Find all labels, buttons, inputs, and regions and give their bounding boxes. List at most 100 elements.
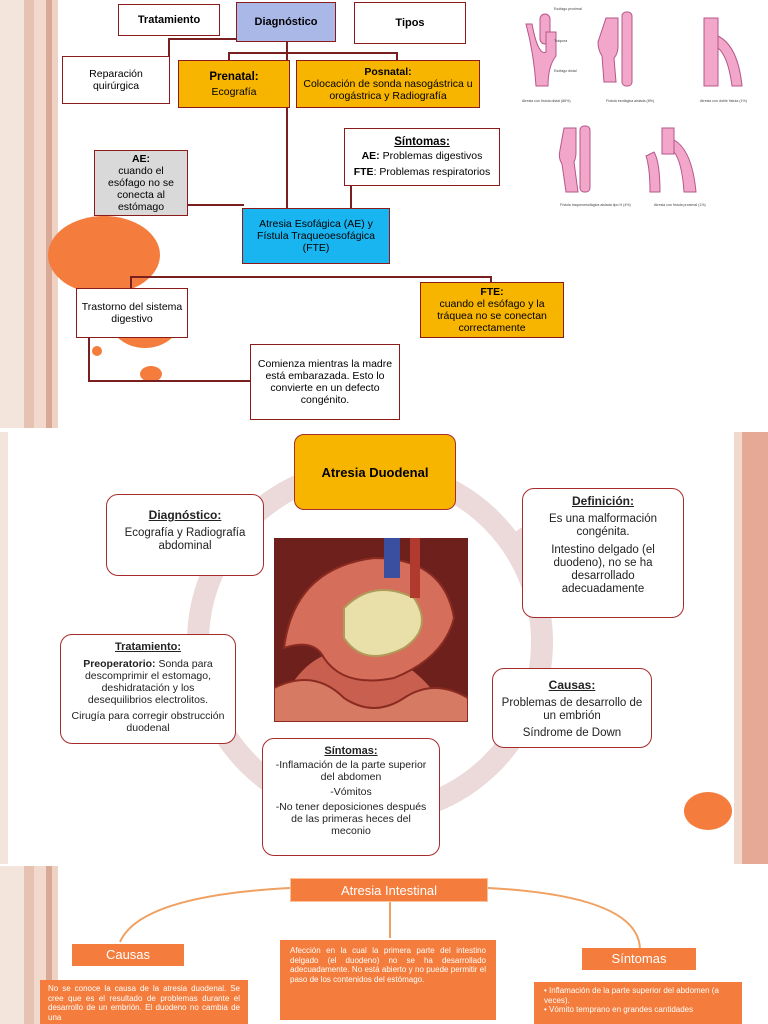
posnatal-title: Posnatal:: [364, 66, 412, 78]
decorative-circle: [92, 346, 102, 356]
slide-intestinal-atresia: Atresia Intestinal Causas No se conoce l…: [0, 866, 768, 1024]
sintomas-duodenal-title: Síntomas:: [324, 745, 378, 757]
trastorno-text: Trastorno del sistema digestivo: [81, 301, 183, 325]
tratamiento-p1: Sonda para descomprimir el estomago, des…: [84, 658, 213, 706]
intestinal-title-box: Atresia Intestinal: [290, 878, 488, 902]
sintomas-p2: -Vómitos: [330, 786, 372, 798]
connector-line: [350, 186, 352, 216]
tratamiento-duodenal-box: Tratamiento: Preoperatorio: Sonda para d…: [60, 634, 236, 744]
trastorno-box: Trastorno del sistema digestivo: [76, 288, 188, 338]
tratamiento-duodenal-title: Tratamiento:: [114, 641, 181, 653]
decorative-stripe: [24, 0, 34, 428]
sintomas-title: Síntomas:: [394, 136, 450, 148]
caption-fig2: Fístula esofágica aislada (8%): [606, 99, 654, 103]
label-traquea: Tráquea: [554, 39, 567, 43]
connector-line: [490, 276, 492, 284]
caption-fig5: Atresia con fístula proximal (1%): [654, 203, 706, 207]
tratamiento-label: Tratamiento: [137, 14, 201, 26]
causas-title: Causas:: [548, 678, 596, 692]
fte-title: FTE:: [480, 286, 504, 298]
tipos-label: Tipos: [395, 17, 425, 29]
sintomas-p1: -Inflamación de la parte superior del ab…: [275, 759, 427, 783]
connector-line: [228, 52, 230, 62]
causas-p2: Síndrome de Down: [522, 727, 622, 739]
reparacion-label: Reparación quirúrgica: [89, 68, 143, 92]
causas-intestinal-box: No se conoce la causa de la atresia duod…: [40, 980, 248, 1024]
connector-line: [286, 40, 288, 210]
decorative-stripe: [24, 866, 34, 1024]
decorative-stripe: [34, 0, 46, 428]
reparacion-box: Reparación quirúrgica: [62, 56, 170, 104]
definicion-box: Definición: Es una malformación congénit…: [522, 488, 684, 618]
esophagus-diagrams: Esófago proximal Tráquea Esófago distal …: [522, 7, 747, 207]
sintomas-p3: -No tener deposiciones después de las pr…: [275, 801, 427, 837]
decorative-circle: [140, 366, 162, 382]
atresia-box: Atresia Esofágica (AE) y Fístula Traqueo…: [242, 208, 390, 264]
definicion-title: Definición:: [572, 494, 634, 508]
sintomas-intestinal-box: • Inflamación de la parte superior del a…: [534, 982, 742, 1024]
intestinal-connectors: [119, 887, 641, 951]
fte-box: FTE: cuando el esófago y la tráquea no s…: [420, 282, 564, 338]
connector-line: [168, 38, 288, 40]
decorative-stripe: [0, 866, 24, 1024]
diagnostico-box: Diagnóstico: [236, 2, 336, 42]
intestinal-title: Atresia Intestinal: [340, 883, 438, 898]
comienza-text: Comienza mientras la madre está embaraza…: [257, 358, 393, 406]
centro-intestinal-box: Afección en la cual la primera parte del…: [280, 940, 496, 1020]
connector-line: [142, 204, 244, 206]
fte-text: cuando el esófago y la tráquea no se con…: [437, 298, 547, 334]
diagnostico-duodenal-title: Diagnóstico:: [148, 508, 222, 522]
prenatal-text: Ecografía: [211, 85, 257, 98]
label-esofago-distal: Esófago distal: [554, 69, 577, 73]
connector-line: [88, 338, 90, 382]
sintomas-ae-text: Problemas digestivos: [379, 150, 483, 162]
duodenum-illustration: [274, 538, 468, 722]
duodenum-svg: [274, 538, 468, 722]
sintomas-box: Síntomas: AE: Problemas digestivos FTE: …: [344, 128, 500, 186]
decorative-stripe: [52, 0, 58, 428]
caption-fig3: Atresia con doble fístula (1%): [700, 99, 747, 103]
ae-box: AE: cuando el esófago no se conecta al e…: [94, 150, 188, 216]
sintomas-fte-text: : Problemas respiratorios: [373, 166, 491, 178]
posnatal-box: Posnatal: Colocación de sonda nasogástri…: [296, 60, 480, 108]
tratamiento-label: Preoperatorio:: [83, 658, 156, 670]
connector-line: [88, 380, 250, 382]
sintomas-ae-label: AE:: [361, 150, 380, 162]
definicion-p1: Es una malformación congénita.: [548, 513, 658, 538]
causas-intestinal-text: No se conoce la causa de la atresia duod…: [48, 984, 240, 1022]
decorative-circle: [684, 792, 732, 830]
connector-line: [168, 38, 170, 64]
prenatal-box: Prenatal: Ecografía: [178, 60, 290, 108]
prenatal-title: Prenatal:: [209, 70, 259, 83]
causas-box: Causas: Problemas de desarrollo de un em…: [492, 668, 652, 748]
sintomas-intestinal-header: Síntomas: [582, 948, 696, 970]
diagnostico-duodenal-box: Diagnóstico: Ecografía y Radiografía abd…: [106, 494, 264, 576]
caption-fig1: Atresia con fístula distal (86%): [522, 99, 571, 103]
decorative-stripe: [46, 0, 52, 428]
causas-p1: Problemas de desarrollo de un embrión: [501, 697, 643, 722]
decorative-stripe: [734, 432, 742, 864]
sintomas-intestinal-item: • Vómito temprano en grandes cantidades: [544, 1005, 694, 1014]
diagnostico-duodenal-text: Ecografía y Radiografía abdominal: [124, 527, 246, 552]
atresia-text: Atresia Esofágica (AE) y Fístula Traqueo…: [257, 218, 375, 254]
slide-duodenal-atresia: Atresia Duodenal Definición: Es una malf…: [0, 432, 768, 864]
esophagus-types-image: Esófago proximal Tráquea Esófago distal …: [514, 2, 764, 220]
decorative-circle: [48, 216, 160, 294]
sintomas-fte-label: FTE: [353, 166, 374, 178]
sintomas-duodenal-box: Síntomas: -Inflamación de la parte super…: [262, 738, 440, 856]
caption-fig4: Fístula traqueoesofágica aislada tipo H …: [560, 203, 631, 207]
sintomas-intestinal-p1: Inflamación de la parte superior del abd…: [544, 986, 719, 1005]
causas-intestinal-header: Causas: [72, 944, 184, 966]
centro-intestinal-text: Afección en la cual la primera parte del…: [290, 946, 486, 984]
diagnostico-label: Diagnóstico: [254, 16, 318, 28]
tratamiento-box: Tratamiento: [118, 4, 220, 36]
posnatal-text: Colocación de sonda nasogástrica u orogá…: [303, 78, 473, 102]
causas-intestinal-title: Causas: [105, 947, 151, 962]
sintomas-intestinal-item: • Inflamación de la parte superior del a…: [544, 986, 719, 1005]
sintomas-intestinal-title: Síntomas: [611, 951, 667, 966]
connector-line: [130, 276, 492, 278]
duodenal-title: Atresia Duodenal: [321, 464, 429, 480]
duodenal-title-box: Atresia Duodenal: [294, 434, 456, 510]
connector-line: [396, 52, 398, 60]
tratamiento-p2: Cirugía para corregir obstrucción duoden…: [71, 710, 225, 734]
